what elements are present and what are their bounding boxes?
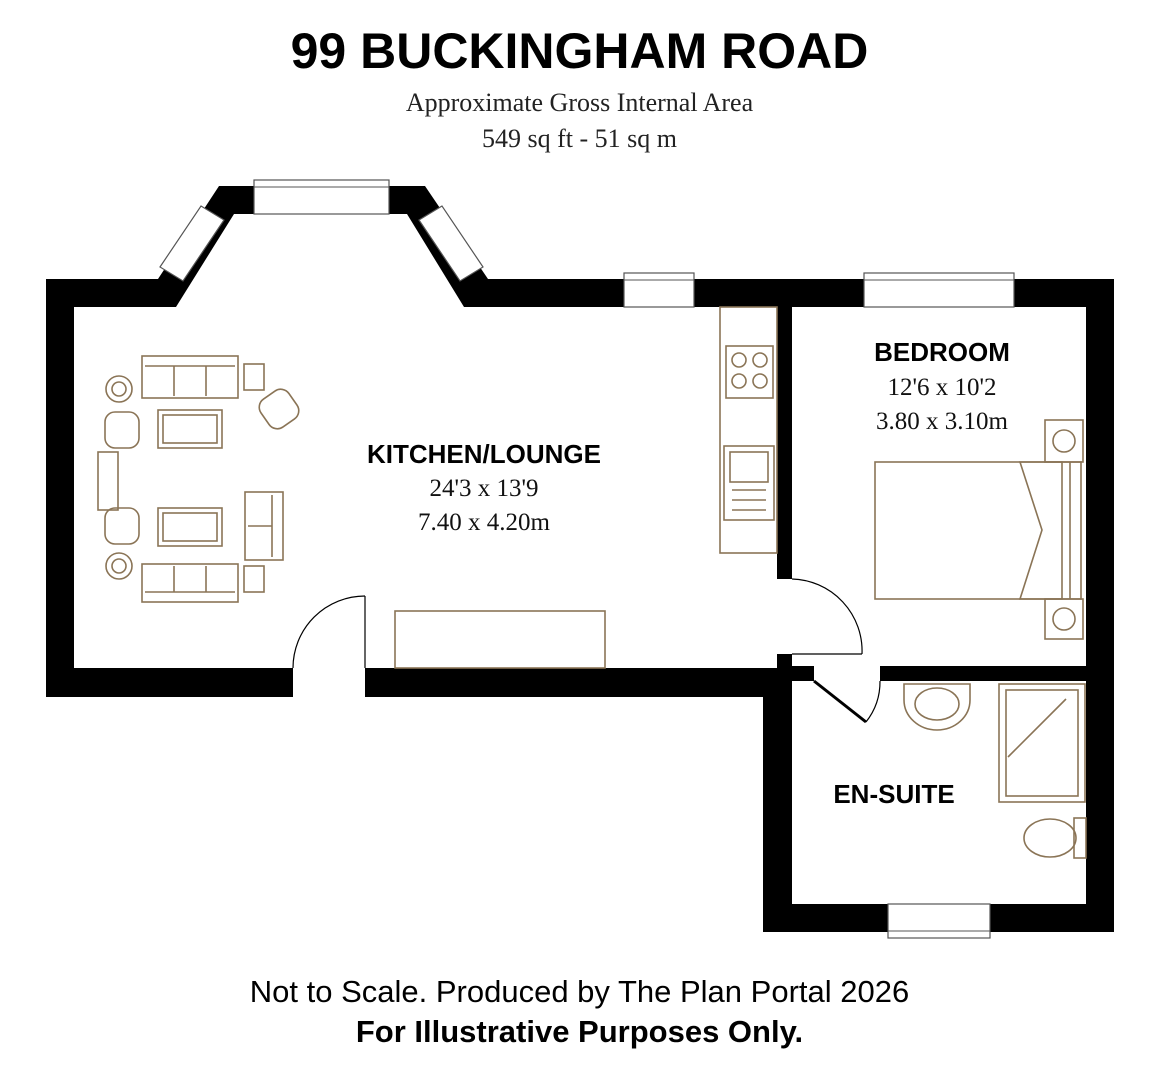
kitchen-lounge-imperial: 24'3 x 13'9 <box>429 475 538 502</box>
armchair-1 <box>104 411 140 449</box>
windows <box>159 179 1015 939</box>
wall-right <box>1086 279 1114 932</box>
side-table-left <box>97 451 119 511</box>
wall-ensuite-bottom-right <box>990 904 1114 932</box>
window-bedroom <box>863 272 1015 308</box>
toilet <box>1023 818 1077 858</box>
room-labels: KITCHEN/LOUNGE 24'3 x 13'9 7.40 x 4.20m … <box>367 337 1010 809</box>
window-kitchen <box>623 272 695 308</box>
kitchen-sink <box>723 445 775 521</box>
footer-note: Not to Scale. Produced by The Plan Porta… <box>249 974 910 1009</box>
area-label: Approximate Gross Internal Area <box>405 88 754 117</box>
window-bay-left <box>159 205 225 282</box>
kitchen-lounge-name: KITCHEN/LOUNGE <box>367 439 601 469</box>
wall-ensuite-top <box>880 666 1100 681</box>
armchair-3 <box>258 388 300 430</box>
wall-partition <box>777 307 792 579</box>
bedroom-door-swing <box>791 578 863 655</box>
sofa-right <box>244 491 284 561</box>
kitchen-units <box>394 306 778 669</box>
lounge-furniture <box>97 355 300 603</box>
wall-top-right <box>694 279 864 307</box>
kitchen-island <box>394 610 606 669</box>
wall-ensuite-left <box>763 668 792 932</box>
kitchen-lounge-metric: 7.40 x 4.20m <box>418 509 551 536</box>
ensuite-door-swing <box>865 680 881 723</box>
window-bay-right <box>418 205 484 282</box>
wall-top-mid <box>470 279 624 307</box>
ensuite-fixtures <box>903 683 1087 859</box>
armchair-2 <box>104 507 140 545</box>
hob <box>725 345 774 399</box>
bedside-table-1 <box>1044 419 1084 463</box>
wall-bottom-right <box>365 668 792 697</box>
wall-left <box>46 279 74 697</box>
property-title: 99 BUCKINGHAM ROAD <box>290 23 869 79</box>
bed-headboard <box>1018 461 1063 600</box>
entrance-door-swing <box>292 595 366 669</box>
wall-ensuite-top-stub <box>792 666 814 681</box>
wall-ensuite-bottom-left <box>763 904 888 932</box>
doors <box>292 578 881 724</box>
wall-bottom-left <box>46 668 293 697</box>
coffee-table-1 <box>157 409 223 449</box>
ensuite-name: EN-SUITE <box>833 779 954 809</box>
sofa-top <box>141 355 239 399</box>
bedroom-name: BEDROOM <box>874 337 1010 367</box>
bedroom-furniture <box>874 419 1084 640</box>
side-table-2 <box>243 565 265 593</box>
window-bay-front <box>253 179 390 215</box>
coffee-table-2 <box>157 507 223 547</box>
footer-disclaimer: For Illustrative Purposes Only. <box>355 1014 804 1049</box>
side-table-1 <box>243 363 265 391</box>
shower-tray <box>998 683 1086 803</box>
kitchen-counter <box>719 306 778 554</box>
lamp-2 <box>105 552 133 580</box>
bedroom-imperial: 12'6 x 10'2 <box>887 374 996 401</box>
double-bed <box>874 461 1082 600</box>
bedroom-metric: 3.80 x 3.10m <box>876 408 1009 435</box>
window-ensuite <box>887 903 991 939</box>
sofa-bottom <box>141 563 239 603</box>
lamp-1 <box>105 375 133 403</box>
bedside-table-2 <box>1044 598 1084 640</box>
area-value: 549 sq ft - 51 sq m <box>482 124 677 153</box>
basin <box>903 683 971 731</box>
